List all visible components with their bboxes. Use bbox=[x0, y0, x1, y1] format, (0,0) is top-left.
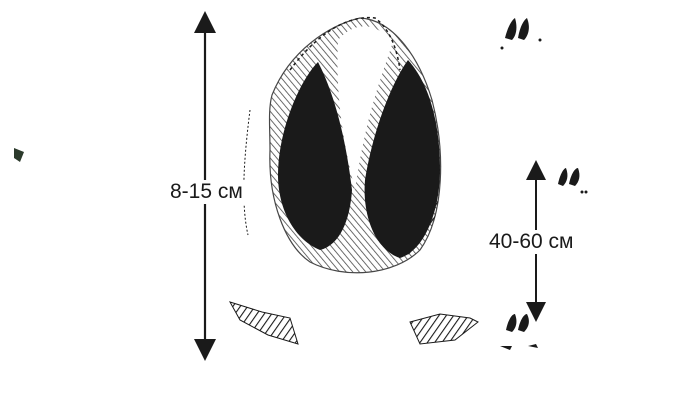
track-print-bottom bbox=[500, 314, 538, 350]
edge-mark bbox=[14, 148, 24, 162]
stride-length-label: 40-60 см bbox=[487, 230, 575, 254]
track-print-top bbox=[501, 18, 542, 50]
dewclaw-marks bbox=[230, 302, 478, 344]
print-size-label: 8-15 см bbox=[168, 180, 245, 204]
track-print-middle bbox=[558, 168, 588, 194]
large-hoofprint bbox=[244, 18, 441, 273]
